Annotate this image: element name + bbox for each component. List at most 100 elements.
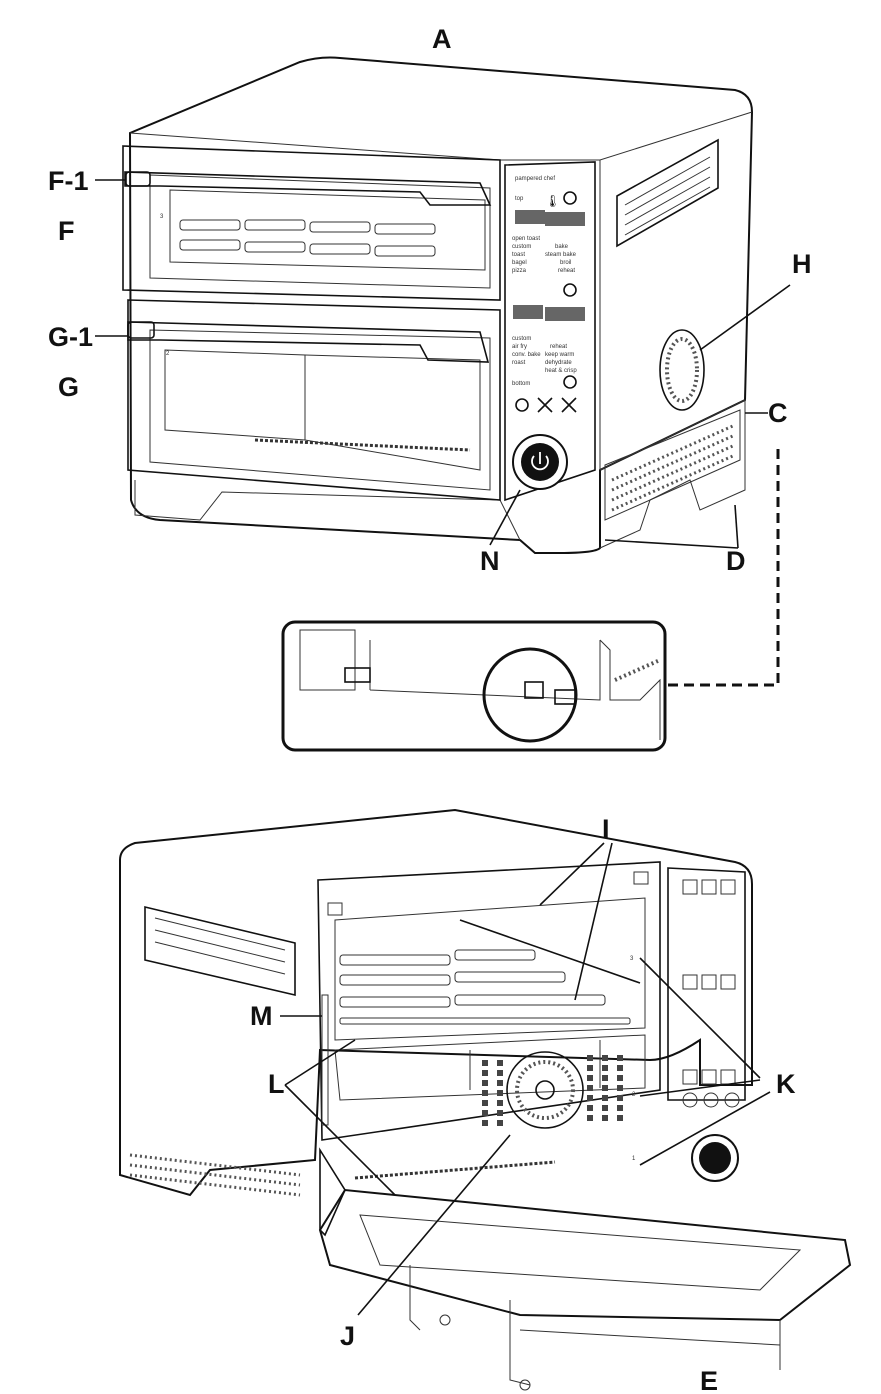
lower-cavity-walls <box>469 1040 601 1090</box>
open-oven-body <box>119 808 753 1197</box>
lower-door: 2 <box>127 299 501 501</box>
preset-lower-r4[interactable]: heat & crisp <box>545 368 577 374</box>
oven-base <box>134 480 521 541</box>
side-vent <box>616 138 719 248</box>
light-icon[interactable] <box>515 398 529 412</box>
leader-k-1 <box>639 957 761 1079</box>
leader-j <box>357 1134 511 1316</box>
oven-body <box>128 56 754 554</box>
back-rack-position-3: 3 <box>630 956 634 962</box>
top-display <box>515 210 545 224</box>
rear-vent-circle <box>659 329 705 411</box>
preset-upper-r4[interactable]: reheat <box>558 268 575 274</box>
part-labels: A F-1 F G-1 G H C D N I M L K J E <box>48 24 812 1394</box>
label-h: H <box>792 249 812 279</box>
preset-lower-r3[interactable]: dehydrate <box>545 360 572 366</box>
preset-lower-r1[interactable]: reheat <box>550 344 567 350</box>
label-m: M <box>250 1001 273 1031</box>
panel-bottom-label: bottom <box>512 381 530 387</box>
leader-i-2 <box>574 842 613 1001</box>
cancel-icon[interactable] <box>561 397 577 413</box>
lower-handle-hinge <box>127 321 155 339</box>
label-i: I <box>602 814 610 844</box>
fan-cover-holes <box>482 1055 623 1130</box>
leader-k-2 <box>639 1079 761 1097</box>
open-view-power-button[interactable] <box>699 1142 731 1174</box>
bottom-display <box>513 305 543 319</box>
upper-cavity <box>334 897 646 1041</box>
upper-rack <box>179 219 436 257</box>
lower-rack-position: 2 <box>166 351 170 357</box>
label-f: F <box>58 216 75 246</box>
upper-handle-hinge <box>125 171 151 187</box>
label-g: G <box>58 372 79 402</box>
preset-lower-1[interactable]: custom <box>512 336 531 342</box>
label-l: L <box>268 1069 285 1099</box>
leader-d-2 <box>734 504 739 549</box>
leader-h <box>699 284 791 351</box>
timer-icon[interactable] <box>563 191 577 205</box>
leader-lines <box>95 179 791 1316</box>
label-c: C <box>768 398 788 428</box>
control-panel: pampered chef top 🌡 open toast custom to… <box>504 161 596 502</box>
top-timer-display <box>545 212 585 226</box>
preset-upper-r1[interactable]: bake <box>555 244 569 250</box>
inset-detail <box>281 445 780 752</box>
convection-fan <box>506 1051 584 1129</box>
label-j: J <box>340 1321 355 1351</box>
open-door <box>318 1147 852 1391</box>
leader-l-2 <box>284 1084 396 1196</box>
oven-front-view: 3 2 pampered chef top 🌡 open toa <box>122 56 754 554</box>
thermometer-icon: 🌡 <box>545 194 560 208</box>
lower-cavity <box>334 1034 646 1101</box>
label-d: D <box>726 546 746 576</box>
back-rack-position-1: 1 <box>632 1156 636 1162</box>
power-icon <box>531 452 549 471</box>
crumb-tray <box>354 1160 556 1180</box>
sync-timer-icon[interactable] <box>563 283 577 297</box>
brand-logo: pampered chef <box>515 176 555 182</box>
label-g1: G-1 <box>48 322 93 352</box>
preset-lower-2[interactable]: air fry <box>512 344 527 350</box>
oven-open-view: 3 2 1 <box>119 808 852 1391</box>
right-control-strip <box>667 867 746 1182</box>
inset-connector <box>668 445 780 687</box>
frame-latch-right <box>633 871 649 885</box>
label-k: K <box>776 1069 796 1099</box>
leader-d-1 <box>604 539 739 549</box>
upper-racks <box>339 949 631 1025</box>
oven-top-edge <box>129 111 753 161</box>
preset-lower-3[interactable]: conv. bake <box>512 352 541 358</box>
panel-top-label: top <box>515 196 524 202</box>
label-e: E <box>700 1366 718 1394</box>
lower-side-vent <box>604 409 741 521</box>
top-heating-element <box>459 919 641 984</box>
leader-i-1 <box>539 842 605 906</box>
leader-k-3 <box>639 1091 771 1166</box>
label-a: A <box>432 24 452 54</box>
upper-rack-position: 3 <box>160 214 164 220</box>
bottom-timer-icon[interactable] <box>563 375 577 389</box>
preset-upper-r2[interactable]: steam bake <box>545 252 577 258</box>
upper-door: 3 <box>122 145 501 301</box>
fan-icon[interactable] <box>537 397 553 413</box>
preset-lower-4[interactable]: roast <box>512 360 526 366</box>
leader-l-1 <box>284 1039 356 1086</box>
oven-base-right <box>599 399 746 549</box>
left-bottom-vent <box>129 1153 301 1197</box>
preset-upper-1[interactable]: open toast <box>512 236 540 242</box>
label-n: N <box>480 546 500 576</box>
left-side-vent <box>144 905 296 997</box>
leader-n <box>489 489 521 546</box>
oven-front-frame <box>317 861 661 1141</box>
lower-door-handle[interactable] <box>127 321 490 363</box>
inset-magnifier-circle <box>482 647 578 743</box>
preset-upper-5[interactable]: pizza <box>512 268 527 274</box>
preset-upper-4[interactable]: bagel <box>512 260 527 266</box>
preset-upper-r3[interactable]: broil <box>560 260 571 266</box>
preset-upper-2[interactable]: custom <box>512 244 531 250</box>
preset-upper-3[interactable]: toast <box>512 252 525 258</box>
bottom-timer-display <box>545 307 585 321</box>
preset-lower-r2[interactable]: keep warm <box>545 352 574 358</box>
